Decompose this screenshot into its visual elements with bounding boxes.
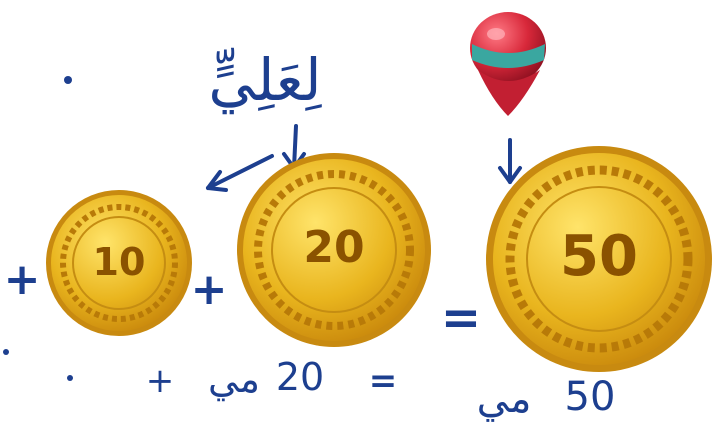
coin-50: 50 <box>486 146 712 372</box>
coin-20: 20 <box>237 153 431 347</box>
bottom-left-value: 20 <box>276 355 324 399</box>
stray-dot-left <box>3 349 9 355</box>
coin-50-value: 50 <box>560 224 638 289</box>
bottom-right-unit: مي <box>477 376 532 422</box>
bottom-left-unit: مي <box>208 357 260 401</box>
coin-10: 10 <box>46 190 192 336</box>
bottom-right-value: 50 <box>565 374 616 420</box>
equals-sign-top: = <box>441 290 481 346</box>
equals-sign-bottom: = <box>369 361 398 401</box>
plus-sign-left: + <box>4 254 41 305</box>
coin-20-value: 20 <box>303 222 364 273</box>
balloon-icon <box>470 12 546 116</box>
arrow-to-coin-50 <box>500 140 520 182</box>
coin-10-value: 10 <box>93 240 146 284</box>
plus-sign-middle: + <box>191 264 228 315</box>
stray-dot-bottom <box>67 375 73 381</box>
plus-sign-bottom: + <box>146 361 175 401</box>
stray-dot-top <box>64 76 72 84</box>
heading-word: لِعَلِيٍّ <box>208 46 322 115</box>
